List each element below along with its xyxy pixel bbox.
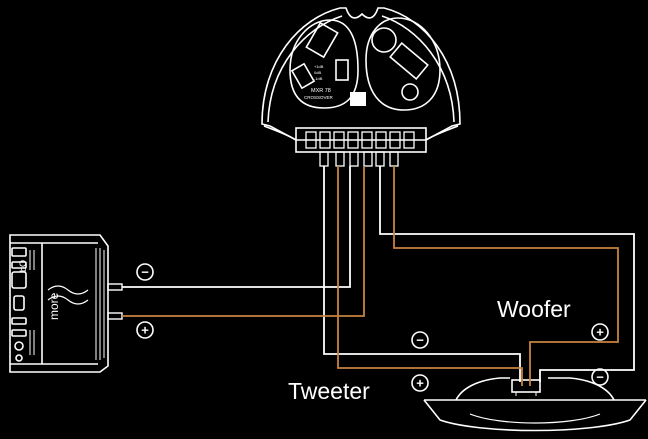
woofer-negative-symbol: − — [591, 368, 609, 386]
crossover-level-1: +1dB — [314, 64, 324, 69]
svg-text:−: − — [416, 333, 424, 348]
tweeter-positive-symbol: + — [411, 374, 429, 392]
amp-positive-symbol: + — [136, 321, 154, 339]
amp-output-terminals — [107, 283, 123, 320]
svg-text:+: + — [416, 376, 424, 391]
woofer-positive-symbol: + — [591, 323, 609, 341]
svg-text:−: − — [141, 265, 149, 280]
svg-text:−: − — [596, 370, 604, 385]
amp-negative-symbol: − — [136, 263, 154, 281]
woofer-label: Woofer — [497, 296, 571, 322]
tweeter-label: Tweeter — [288, 378, 370, 404]
amplifier-connector-label: bO — [18, 260, 28, 272]
crossover — [261, 7, 461, 153]
crossover-level-3: -1dB — [314, 76, 323, 81]
crossover-subtext: CROSSOVER — [304, 95, 334, 100]
negative-wires — [122, 166, 635, 382]
positive-wires — [122, 166, 619, 386]
crossover-level-2: 0dB — [314, 70, 321, 75]
amplifier-brand: more — [47, 292, 61, 320]
coaxial-speaker — [423, 377, 647, 432]
svg-text:+: + — [141, 323, 149, 338]
amplifier — [9, 234, 109, 373]
polarity-symbols: − + − + + − — [136, 263, 609, 392]
crossover-model: MXR 78 — [311, 88, 331, 94]
crossover-terminals — [305, 131, 415, 167]
tweeter-negative-symbol: − — [411, 331, 429, 349]
svg-text:+: + — [596, 325, 604, 340]
